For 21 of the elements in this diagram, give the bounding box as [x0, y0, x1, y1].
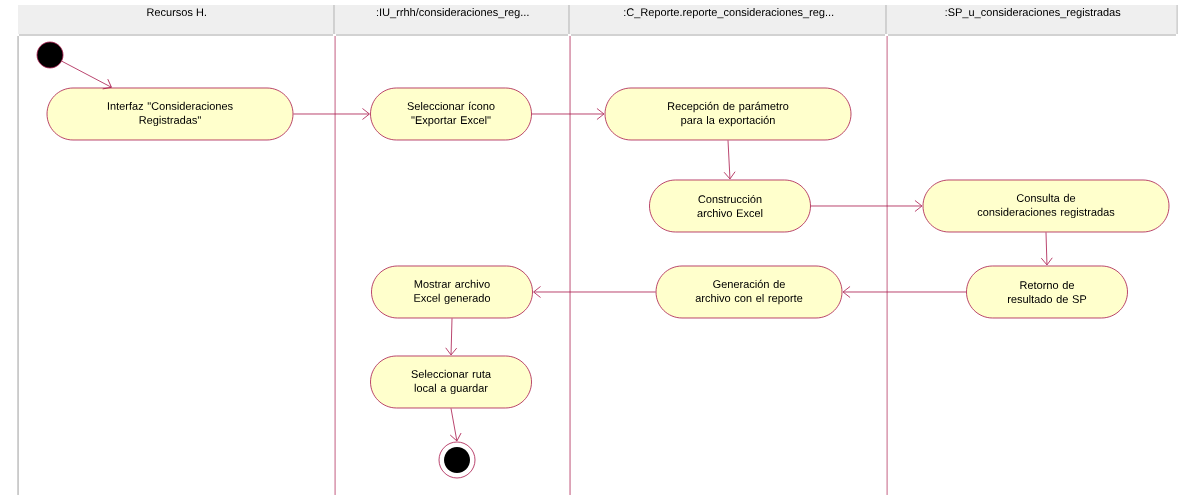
- activity-box: Consulta de consideraciones registradas: [922, 179, 1170, 233]
- activity-box: Seleccionar ícono "Exportar Excel": [370, 87, 532, 141]
- activity-box: Interfaz "Consideraciones Registradas": [46, 87, 294, 141]
- activity-box: Mostrar archivo Excel generado: [371, 265, 533, 319]
- arrow: [61, 60, 112, 90]
- activity-box: Generación de archivo con el reporte: [655, 265, 843, 319]
- activity-box: Seleccionar ruta local a guardar: [370, 355, 532, 409]
- arrow: [531, 108, 605, 120]
- arrow: [533, 286, 656, 298]
- arrow: [293, 108, 370, 120]
- end-node: [438, 441, 476, 479]
- activity-box: Construcción archivo Excel: [649, 179, 811, 233]
- start-node: [36, 41, 64, 69]
- arrow: [842, 286, 967, 298]
- activity-box: Retorno de resultado de SP: [966, 265, 1128, 319]
- arrow: [449, 408, 462, 442]
- arrow: [810, 200, 923, 212]
- arrow: [723, 140, 736, 180]
- arrow: [445, 318, 458, 356]
- arrow: [1040, 232, 1053, 266]
- activity-box: Recepción de parámetro para la exportación: [604, 87, 852, 141]
